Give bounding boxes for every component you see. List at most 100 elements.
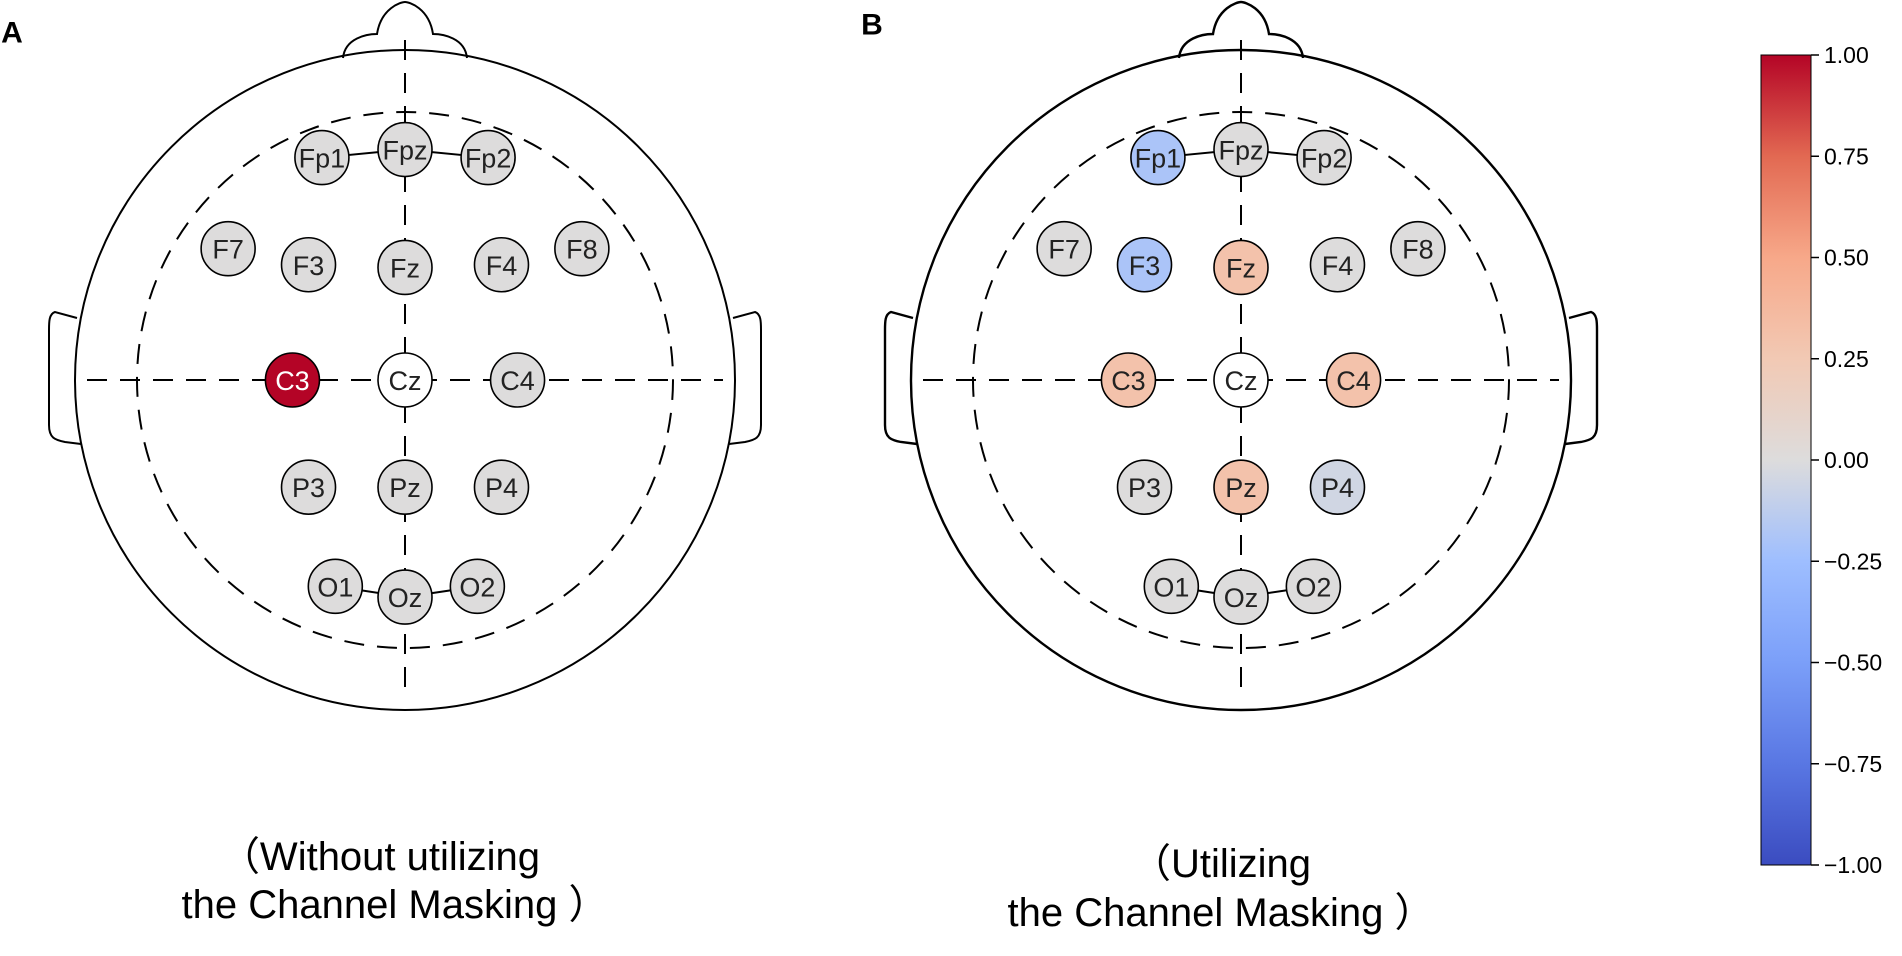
electrode-f7: F7 bbox=[1036, 220, 1092, 277]
electrode-c4: C4 bbox=[489, 352, 546, 408]
electrode-marker bbox=[377, 352, 433, 408]
electrode-marker bbox=[473, 236, 530, 293]
electrode-label: C4 bbox=[1336, 366, 1371, 396]
electrode-pz: Pz bbox=[377, 459, 433, 515]
electrode-label: Fp1 bbox=[299, 144, 346, 174]
electrode-marker bbox=[307, 558, 364, 615]
electrode-label: Oz bbox=[388, 583, 423, 613]
electrode-label: Fz bbox=[1226, 253, 1256, 283]
electrode-label: Pz bbox=[389, 473, 421, 503]
electrode-p3: P3 bbox=[280, 459, 337, 515]
colorbar-tick-label: −0.25 bbox=[1824, 548, 1882, 574]
electrode-marker bbox=[1285, 558, 1342, 615]
electrode-c3: C3 bbox=[264, 352, 321, 408]
electrode-marker bbox=[1100, 352, 1157, 408]
electrode-marker bbox=[1213, 239, 1269, 296]
electrode-marker bbox=[1213, 569, 1269, 625]
electrode-marker bbox=[1213, 459, 1269, 515]
electrode-fp2: Fp2 bbox=[460, 129, 516, 186]
electrode-oz: Oz bbox=[1213, 569, 1269, 625]
colorbar-tick-label: −0.75 bbox=[1824, 751, 1882, 777]
electrode-p4: P4 bbox=[473, 459, 530, 515]
electrode-c3: C3 bbox=[1100, 352, 1157, 408]
colorbar-tick-label: 0.25 bbox=[1824, 346, 1869, 372]
electrode-marker bbox=[200, 220, 256, 277]
electrode-fp2: Fp2 bbox=[1296, 129, 1352, 186]
electrode-label: Pz bbox=[1225, 473, 1257, 503]
electrode-label: F4 bbox=[1322, 251, 1354, 281]
panel-letter: B bbox=[861, 9, 883, 42]
electrode-o1: O1 bbox=[1143, 558, 1200, 615]
electrode-label: Fp1 bbox=[1135, 144, 1182, 174]
electrode-marker bbox=[554, 220, 610, 277]
electrode-marker bbox=[473, 459, 530, 515]
colorbar-tick-label: −0.50 bbox=[1824, 650, 1882, 676]
electrode-f8: F8 bbox=[1390, 220, 1446, 277]
electrode-marker bbox=[1390, 220, 1446, 277]
electrode-fpz: Fpz bbox=[1213, 121, 1269, 178]
electrode-marker bbox=[264, 352, 321, 408]
electrode-label: Cz bbox=[389, 366, 422, 396]
electrode-label: P3 bbox=[1128, 473, 1161, 503]
electrode-marker bbox=[377, 459, 433, 515]
colorbar: 1.000.750.500.250.00−0.25−0.50−0.75−1.00 bbox=[1760, 42, 1882, 878]
electrode-o2: O2 bbox=[1285, 558, 1342, 615]
electrode-p3: P3 bbox=[1116, 459, 1173, 515]
electrode-marker bbox=[294, 129, 350, 186]
electrode-fp1: Fp1 bbox=[294, 129, 350, 186]
electrode-marker bbox=[1309, 236, 1366, 293]
electrode-marker bbox=[449, 558, 506, 615]
colorbar-tick-label: 0.75 bbox=[1824, 143, 1869, 169]
electrode-label: F7 bbox=[1048, 235, 1080, 265]
colorbar-tick-label: 1.00 bbox=[1824, 42, 1869, 68]
electrode-marker bbox=[460, 129, 516, 186]
colorbar-tick-label: 0.00 bbox=[1824, 447, 1869, 473]
electrode-c4: C4 bbox=[1325, 352, 1382, 408]
electrode-marker bbox=[280, 459, 337, 515]
electrode-fz: Fz bbox=[1213, 239, 1269, 296]
electrode-label: F8 bbox=[1402, 235, 1434, 265]
electrode-label: Fz bbox=[390, 253, 420, 283]
electrode-marker bbox=[280, 236, 337, 293]
electrode-label: Fpz bbox=[382, 136, 427, 166]
colorbar-tick-label: 0.50 bbox=[1824, 245, 1869, 271]
electrode-f7: F7 bbox=[200, 220, 256, 277]
electrode-label: F3 bbox=[293, 251, 325, 281]
caption-line-2: the Channel Masking ） bbox=[1008, 891, 1435, 935]
electrode-marker bbox=[1130, 129, 1186, 186]
electrode-label: C3 bbox=[1111, 366, 1146, 396]
caption-line-1: （Utilizing bbox=[1131, 842, 1311, 886]
electrode-marker bbox=[1309, 459, 1366, 515]
electrode-pz: Pz bbox=[1213, 459, 1269, 515]
electrode-label: Cz bbox=[1225, 366, 1258, 396]
electrode-label: O2 bbox=[459, 572, 495, 602]
electrode-cz: Cz bbox=[1213, 352, 1269, 408]
electrode-marker bbox=[377, 569, 433, 625]
electrode-marker bbox=[1143, 558, 1200, 615]
caption-line-1: （Without utilizing bbox=[220, 835, 540, 879]
electrode-label: Fp2 bbox=[465, 144, 512, 174]
electrode-label: C3 bbox=[275, 366, 310, 396]
electrode-f4: F4 bbox=[1309, 236, 1366, 293]
electrode-marker bbox=[1213, 352, 1269, 408]
electrode-label: F8 bbox=[566, 235, 598, 265]
electrode-label: F4 bbox=[486, 251, 518, 281]
electrode-label: O1 bbox=[1153, 572, 1189, 602]
electrode-o1: O1 bbox=[307, 558, 364, 615]
electrode-label: C4 bbox=[500, 366, 535, 396]
electrode-label: P4 bbox=[485, 473, 518, 503]
electrode-fpz: Fpz bbox=[377, 121, 433, 178]
electrode-label: O1 bbox=[317, 572, 353, 602]
electrode-label: F7 bbox=[212, 235, 244, 265]
electrode-marker bbox=[1296, 129, 1352, 186]
caption-line-2: the Channel Masking ） bbox=[182, 883, 609, 927]
electrode-marker bbox=[377, 121, 433, 178]
colorbar-gradient bbox=[1760, 54, 1812, 866]
electrode-fp1: Fp1 bbox=[1130, 129, 1186, 186]
electrode-marker bbox=[1036, 220, 1092, 277]
electrode-f4: F4 bbox=[473, 236, 530, 293]
